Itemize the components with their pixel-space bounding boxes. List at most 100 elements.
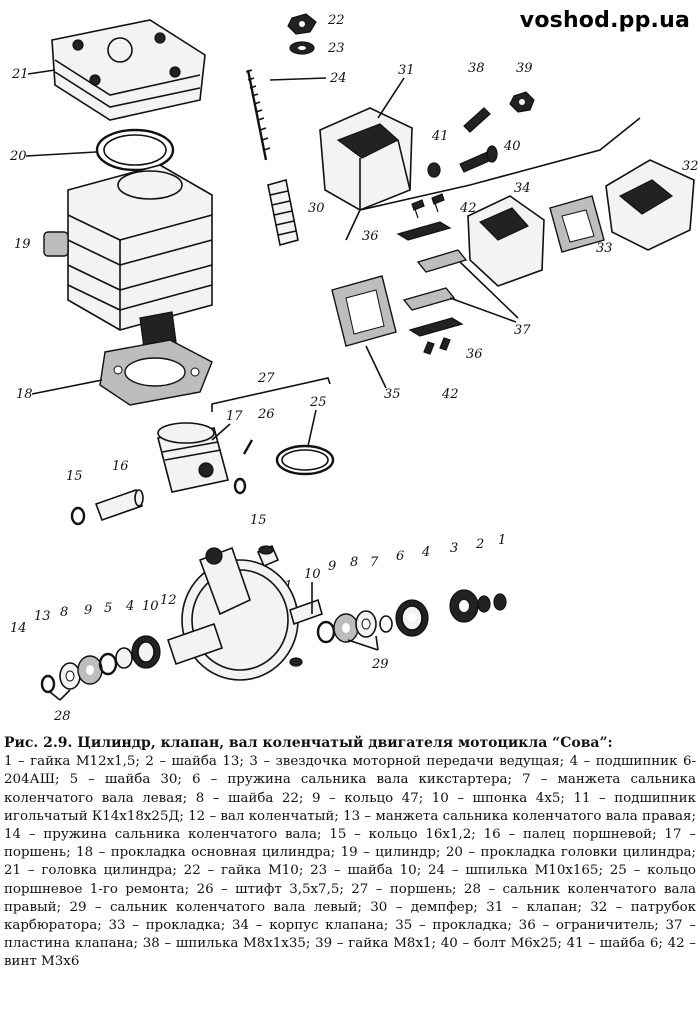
caption-item: 22 – гайка М10; bbox=[183, 863, 304, 879]
caption-item: 39 – гайка М8х1; bbox=[315, 936, 437, 952]
caption-item: 7 – манжета сальника коленчатого вала ле… bbox=[4, 772, 696, 806]
part-sprocket bbox=[449, 589, 479, 623]
label-33: 33 bbox=[596, 241, 613, 256]
part-piston bbox=[157, 422, 229, 493]
part-limiter-bottom bbox=[408, 317, 464, 337]
label-12: 12 bbox=[160, 593, 177, 608]
part-screws-bottom bbox=[423, 337, 451, 355]
part-valve-body bbox=[467, 195, 545, 287]
label-42b: 42 bbox=[441, 387, 459, 402]
part-circlip-right bbox=[233, 477, 247, 495]
caption-item: 4 – подшипник 6-204АШ; bbox=[4, 754, 696, 788]
label-36: 36 bbox=[362, 229, 379, 244]
part-ring-47-left bbox=[98, 652, 118, 676]
caption-item: 14 – пружина сальника коленчатого вала; bbox=[4, 827, 322, 843]
part-piston-ring bbox=[275, 444, 335, 476]
label-27: 27 bbox=[257, 371, 275, 386]
part-spring-kickstarter bbox=[379, 615, 393, 633]
caption-item: 28 – сальник коленчатого вала правый; bbox=[4, 881, 696, 915]
caption-item: 41 – шайба 6; bbox=[566, 936, 663, 952]
part-cylinder-head bbox=[51, 19, 206, 121]
label-31: 31 bbox=[398, 63, 415, 78]
part-washer-22-right bbox=[333, 613, 359, 643]
part-valve bbox=[319, 107, 413, 211]
part-gasket-35 bbox=[331, 275, 397, 347]
part-carburetor-pipe bbox=[605, 159, 695, 251]
figure-caption: Рис. 2.9. Цилиндр, клапан, вал коленчаты… bbox=[4, 734, 696, 1028]
bracket-valve-group bbox=[345, 117, 641, 241]
part-needle-bearing bbox=[256, 544, 280, 568]
part-circlip-left bbox=[70, 506, 86, 526]
caption-item: 15 – кольцо 16х1,2; bbox=[329, 827, 476, 843]
label-15b: 15 bbox=[250, 513, 267, 528]
label-38: 38 bbox=[468, 61, 485, 76]
part-cylinder bbox=[43, 164, 213, 349]
label-14: 14 bbox=[10, 621, 27, 636]
label-1: 1 bbox=[498, 533, 506, 548]
caption-item: 1 – гайка М12х1,5; bbox=[4, 754, 140, 770]
caption-item: 32 – патрубок карбюратора; bbox=[4, 899, 697, 934]
label-34: 34 bbox=[514, 181, 531, 196]
label-37: 37 bbox=[514, 323, 531, 338]
exploded-parts-drawing: 21 22 23 24 20 19 30 bbox=[9, 13, 699, 724]
part-bearing-left bbox=[131, 635, 161, 669]
caption-item: 31 – клапан; bbox=[486, 899, 582, 915]
part-bolt-m6 bbox=[459, 145, 498, 173]
caption-item: 34 – корпус клапана; bbox=[231, 918, 389, 934]
label-8b: 8 bbox=[60, 605, 68, 620]
label-6: 6 bbox=[396, 549, 404, 564]
caption-item: 13 – манжета сальника коленчатого вала п… bbox=[343, 808, 696, 824]
label-23: 23 bbox=[327, 41, 345, 56]
part-gasket-33 bbox=[549, 195, 605, 253]
part-crankshaft bbox=[166, 546, 323, 681]
label-41: 41 bbox=[431, 129, 449, 144]
caption-item: 17 – поршень; bbox=[4, 827, 696, 861]
part-bearing-right bbox=[395, 599, 429, 637]
part-nut-m12 bbox=[493, 593, 507, 611]
caption-item: 25 – кольцо поршневое 1-го ремонта; bbox=[4, 863, 696, 897]
label-10: 10 bbox=[304, 567, 321, 582]
caption-legend: 1 – гайка М12х1,5; 2 – шайба 13; 3 – зве… bbox=[4, 754, 696, 969]
label-3: 3 bbox=[450, 541, 458, 556]
part-nut-m10 bbox=[287, 13, 317, 35]
caption-item: 40 – болт М6х25; bbox=[440, 936, 562, 952]
caption-item: 2 – шайба 13; bbox=[145, 754, 244, 770]
label-40: 40 bbox=[503, 139, 521, 154]
part-piston-pin bbox=[94, 488, 144, 522]
part-ring-47-right bbox=[316, 620, 336, 644]
label-22: 22 bbox=[327, 13, 345, 28]
part-valve-plates bbox=[402, 249, 468, 311]
label-25: 25 bbox=[309, 395, 327, 410]
part-washer-22-left bbox=[77, 655, 103, 685]
caption-item: 29 – сальник коленчатого вала левый; bbox=[69, 899, 362, 915]
label-10b: 10 bbox=[142, 599, 159, 614]
label-30: 30 bbox=[308, 201, 325, 216]
label-5: 5 bbox=[104, 601, 112, 616]
label-4: 4 bbox=[421, 545, 430, 560]
label-24: 24 bbox=[329, 71, 347, 86]
label-17: 17 bbox=[226, 409, 243, 424]
part-head-gasket bbox=[95, 128, 175, 172]
caption-item: 36 – ограничитель; bbox=[518, 918, 659, 934]
label-4b: 4 bbox=[125, 599, 134, 614]
label-35: 35 bbox=[384, 387, 401, 402]
label-21: 21 bbox=[11, 67, 29, 82]
label-29: 29 bbox=[371, 657, 389, 672]
caption-item: 10 – шпонка 4х5; bbox=[431, 790, 565, 806]
label-32: 32 bbox=[682, 159, 699, 174]
caption-item: 18 – прокладка основная цилиндра; bbox=[76, 845, 336, 861]
caption-item: 30 – демпфер; bbox=[370, 899, 478, 915]
part-limiter-top bbox=[396, 221, 452, 241]
caption-item: 23 – шайба 10; bbox=[310, 863, 422, 879]
part-washer-13 bbox=[477, 595, 491, 613]
part-stud-m10 bbox=[245, 69, 271, 161]
label-39: 39 bbox=[516, 61, 533, 76]
part-seal-spring-left bbox=[40, 674, 56, 694]
label-18: 18 bbox=[16, 387, 33, 402]
label-2: 2 bbox=[475, 537, 484, 552]
bracket-27 bbox=[211, 377, 331, 412]
label-19: 19 bbox=[14, 237, 31, 252]
label-15: 15 bbox=[66, 469, 83, 484]
part-washer-6 bbox=[427, 162, 441, 178]
site-watermark: voshod.pp.ua bbox=[519, 8, 690, 33]
